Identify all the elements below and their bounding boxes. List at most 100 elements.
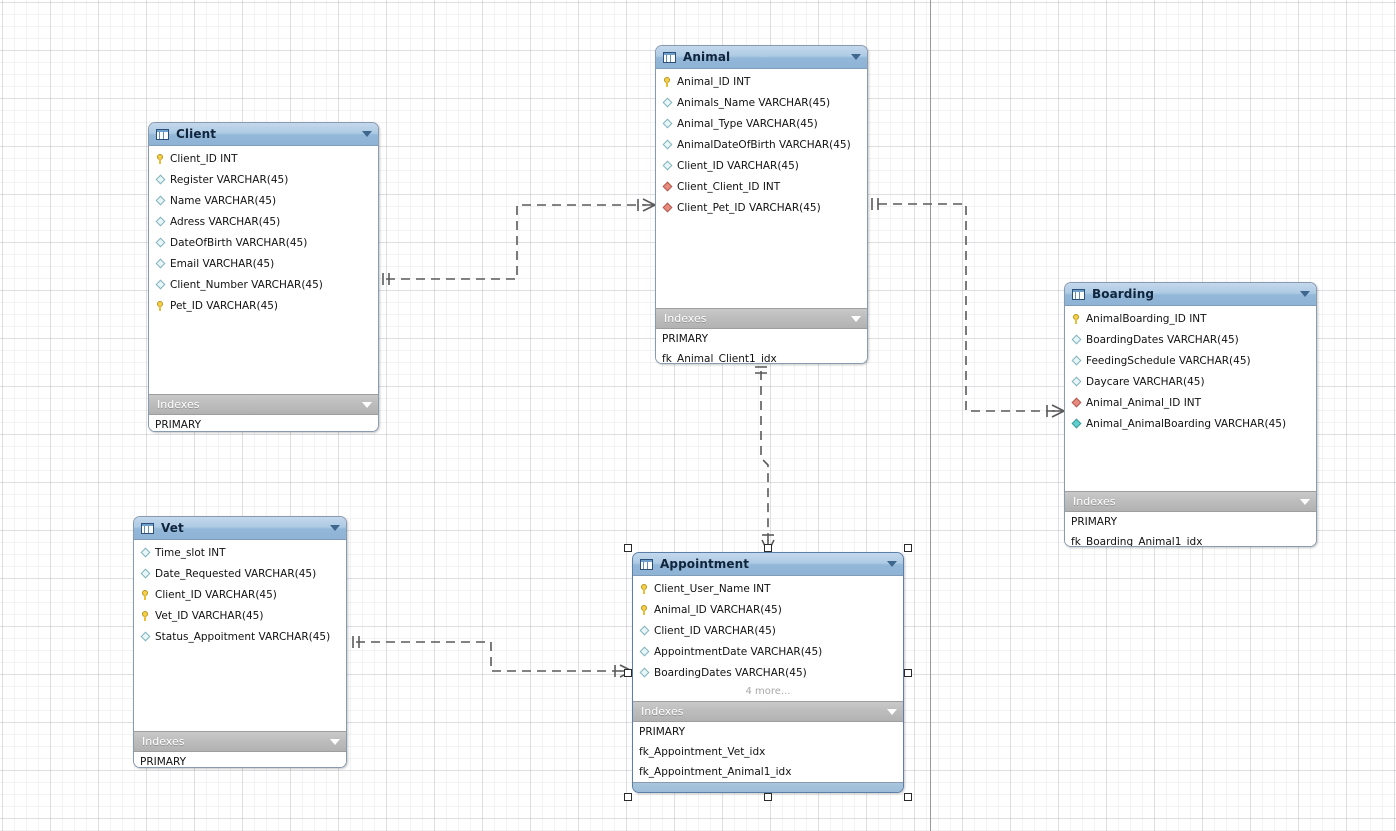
index-row[interactable]: PRIMARY: [155, 419, 202, 431]
column-icon: [1071, 355, 1082, 366]
table-title-bar-vet[interactable]: Vet: [134, 517, 346, 540]
index-row[interactable]: fk_Appointment_Animal1_idx: [639, 766, 792, 778]
indexes-section-label: Indexes: [1073, 495, 1116, 508]
column-row[interactable]: Client_ID VARCHAR(45): [656, 155, 867, 176]
column-icon: [140, 547, 151, 558]
column-row[interactable]: Client_Pet_ID VARCHAR(45): [656, 197, 867, 218]
column-icon: [639, 646, 650, 657]
column-icon: [155, 237, 166, 248]
indexes-section-label: Indexes: [664, 312, 707, 325]
chevron-down-icon[interactable]: [851, 54, 861, 60]
chevron-down-icon[interactable]: [362, 401, 372, 408]
column-label: Client_ID VARCHAR(45): [155, 588, 277, 601]
column-row[interactable]: Register VARCHAR(45): [149, 169, 378, 190]
index-row[interactable]: PRIMARY: [1071, 516, 1118, 528]
selection-handle[interactable]: [904, 544, 912, 552]
table-name: Appointment: [660, 557, 750, 571]
column-row[interactable]: Animal_ID INT: [656, 71, 867, 92]
column-label: Time_slot INT: [155, 546, 226, 559]
column-row[interactable]: Client_ID VARCHAR(45): [134, 584, 346, 605]
more-columns-label[interactable]: 4 more...: [745, 686, 791, 697]
column-row[interactable]: Animals_Name VARCHAR(45): [656, 92, 867, 113]
column-row[interactable]: AnimalBoarding_ID INT: [1065, 308, 1316, 329]
column-row[interactable]: AppointmentDate VARCHAR(45): [633, 641, 903, 662]
selection-handle[interactable]: [904, 668, 912, 677]
column-row[interactable]: BoardingDates VARCHAR(45): [633, 662, 903, 683]
chevron-down-icon[interactable]: [1300, 498, 1310, 505]
table-title-bar-appointment[interactable]: Appointment: [633, 553, 903, 576]
index-row[interactable]: fk_Animal_Client1_idx: [662, 353, 777, 364]
selection-handle[interactable]: [624, 793, 632, 801]
column-row[interactable]: Client_Client_ID INT: [656, 176, 867, 197]
column-label: Daycare VARCHAR(45): [1086, 375, 1205, 388]
column-label: Client_ID INT: [170, 152, 238, 165]
selection-handle[interactable]: [624, 544, 632, 552]
column-row[interactable]: Animal_Animal_ID INT: [1065, 392, 1316, 413]
index-row[interactable]: fk_Appointment_Vet_idx: [639, 746, 766, 758]
indexes-section-header-boarding[interactable]: Indexes: [1065, 491, 1316, 512]
chevron-down-icon[interactable]: [1300, 291, 1310, 297]
primary-key-icon: [663, 76, 672, 87]
primary-key-icon: [141, 610, 150, 621]
column-row[interactable]: Email VARCHAR(45): [149, 253, 378, 274]
column-row[interactable]: Animal_ID VARCHAR(45): [633, 599, 903, 620]
index-row[interactable]: PRIMARY: [662, 333, 709, 345]
column-row[interactable]: Client_ID VARCHAR(45): [633, 620, 903, 641]
selection-handle[interactable]: [624, 668, 632, 677]
column-row[interactable]: Date_Requested VARCHAR(45): [134, 563, 346, 584]
column-label: Client_User_Name INT: [654, 582, 771, 595]
table-title-bar-boarding[interactable]: Boarding: [1065, 283, 1316, 306]
column-list: Time_slot INT Date_Requested VARCHAR(45) C…: [134, 540, 346, 647]
table-title-bar-client[interactable]: Client: [149, 123, 378, 146]
indexes-section-header-animal[interactable]: Indexes: [656, 308, 867, 329]
column-row[interactable]: AnimalDateOfBirth VARCHAR(45): [656, 134, 867, 155]
column-row[interactable]: Name VARCHAR(45): [149, 190, 378, 211]
index-row[interactable]: PRIMARY: [639, 726, 686, 738]
column-row[interactable]: Daycare VARCHAR(45): [1065, 371, 1316, 392]
column-row[interactable]: Time_slot INT: [134, 542, 346, 563]
chevron-down-icon[interactable]: [887, 561, 897, 567]
index-row[interactable]: fk_Boarding_Animal1_idx: [1071, 536, 1203, 547]
index-list: PRIMARY fk_Appointment_Vet_idx fk_Appointm…: [633, 722, 903, 782]
selection-handle[interactable]: [764, 544, 772, 552]
indexes-section-header-appointment[interactable]: Indexes: [633, 701, 903, 722]
column-row[interactable]: Adress VARCHAR(45): [149, 211, 378, 232]
selection-handle[interactable]: [764, 793, 772, 801]
column-row[interactable]: Animal_Type VARCHAR(45): [656, 113, 867, 134]
column-row[interactable]: Pet_ID VARCHAR(45): [149, 295, 378, 316]
column-row[interactable]: FeedingSchedule VARCHAR(45): [1065, 350, 1316, 371]
column-icon: [155, 279, 166, 290]
chevron-down-icon[interactable]: [887, 708, 897, 715]
chevron-down-icon[interactable]: [362, 131, 372, 137]
column-row[interactable]: Animal_AnimalBoarding VARCHAR(45): [1065, 413, 1316, 434]
indexes-section-header-client[interactable]: Indexes: [149, 394, 378, 415]
column-row[interactable]: BoardingDates VARCHAR(45): [1065, 329, 1316, 350]
table-title-bar-animal[interactable]: Animal: [656, 46, 867, 69]
column-label: Client_ID VARCHAR(45): [677, 159, 799, 172]
selection-handle[interactable]: [904, 793, 912, 801]
primary-key-icon: [640, 604, 649, 615]
column-label: AppointmentDate VARCHAR(45): [654, 645, 823, 658]
index-row[interactable]: PRIMARY: [140, 756, 187, 768]
chevron-down-icon[interactable]: [330, 738, 340, 745]
column-row[interactable]: Status_Appoitment VARCHAR(45): [134, 626, 346, 647]
column-icon: [155, 216, 166, 227]
unique-key-icon: [1071, 418, 1082, 429]
foreign-key-icon: [662, 181, 673, 192]
chevron-down-icon[interactable]: [851, 315, 861, 322]
column-label: Client_Pet_ID VARCHAR(45): [677, 201, 821, 214]
column-row[interactable]: Vet_ID VARCHAR(45): [134, 605, 346, 626]
indexes-section-header-vet[interactable]: Indexes: [134, 731, 346, 752]
chevron-down-icon[interactable]: [330, 525, 340, 531]
column-row[interactable]: Client_User_Name INT: [633, 578, 903, 599]
column-row[interactable]: Client_ID INT: [149, 148, 378, 169]
column-row[interactable]: Client_Number VARCHAR(45): [149, 274, 378, 295]
column-row[interactable]: DateOfBirth VARCHAR(45): [149, 232, 378, 253]
